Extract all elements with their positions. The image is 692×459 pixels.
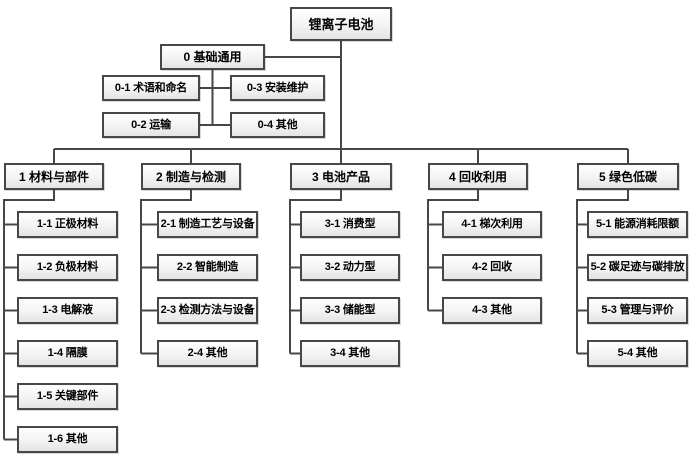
node-0-2: 0-2 运输 xyxy=(102,112,200,138)
node-3-3: 3-3 储能型 xyxy=(300,297,400,324)
node-5: 5 绿色低碳 xyxy=(577,163,679,190)
node-1-4: 1-4 隔膜 xyxy=(17,340,118,367)
node-1-3: 1-3 电解液 xyxy=(17,297,118,324)
node-5-4: 5-4 其他 xyxy=(587,340,688,367)
node-0-4: 0-4 其他 xyxy=(230,112,325,138)
node-3-4: 3-4 其他 xyxy=(300,340,400,367)
node-2-3: 2-3 检测方法与设备 xyxy=(157,297,258,324)
node-3-2: 3-2 动力型 xyxy=(300,254,400,281)
node-4-1: 4-1 梯次利用 xyxy=(442,211,542,238)
node-0-3: 0-3 安装维护 xyxy=(230,75,325,101)
connector-branch-3 xyxy=(289,190,342,355)
node-2-2: 2-2 智能制造 xyxy=(157,254,258,281)
connector-distribution xyxy=(53,148,629,163)
connector-branch-2 xyxy=(140,190,192,355)
connector-branch-1 xyxy=(3,190,55,441)
node-3-1: 3-1 消费型 xyxy=(300,211,400,238)
node-5-2: 5-2 碳足迹与碳排放 xyxy=(587,254,688,281)
node-2-4: 2-4 其他 xyxy=(157,340,258,367)
node-1-1: 1-1 正极材料 xyxy=(17,211,118,238)
node-0-1: 0-1 术语和命名 xyxy=(102,75,200,101)
node-4: 4 回收利用 xyxy=(428,163,528,190)
connector-basic-tree xyxy=(200,70,230,126)
node-1-2: 1-2 负极材料 xyxy=(17,254,118,281)
node-root: 锂离子电池 xyxy=(290,7,392,41)
connector-branch-5 xyxy=(576,190,629,355)
node-0: 0 基础通用 xyxy=(160,44,265,70)
node-5-3: 5-3 管理与评价 xyxy=(587,297,688,324)
node-1-6: 1-6 其他 xyxy=(17,426,118,453)
node-1-5: 1-5 关键部件 xyxy=(17,383,118,410)
node-4-2: 4-2 回收 xyxy=(442,254,542,281)
node-3: 3 电池产品 xyxy=(290,163,392,190)
node-1: 1 材料与部件 xyxy=(4,163,104,190)
node-2-1: 2-1 制造工艺与设备 xyxy=(157,211,258,238)
node-5-1: 5-1 能源消耗限额 xyxy=(587,211,688,238)
node-2: 2 制造与检测 xyxy=(141,163,241,190)
node-4-3: 4-3 其他 xyxy=(442,297,542,324)
connector-branch-4 xyxy=(427,190,479,312)
